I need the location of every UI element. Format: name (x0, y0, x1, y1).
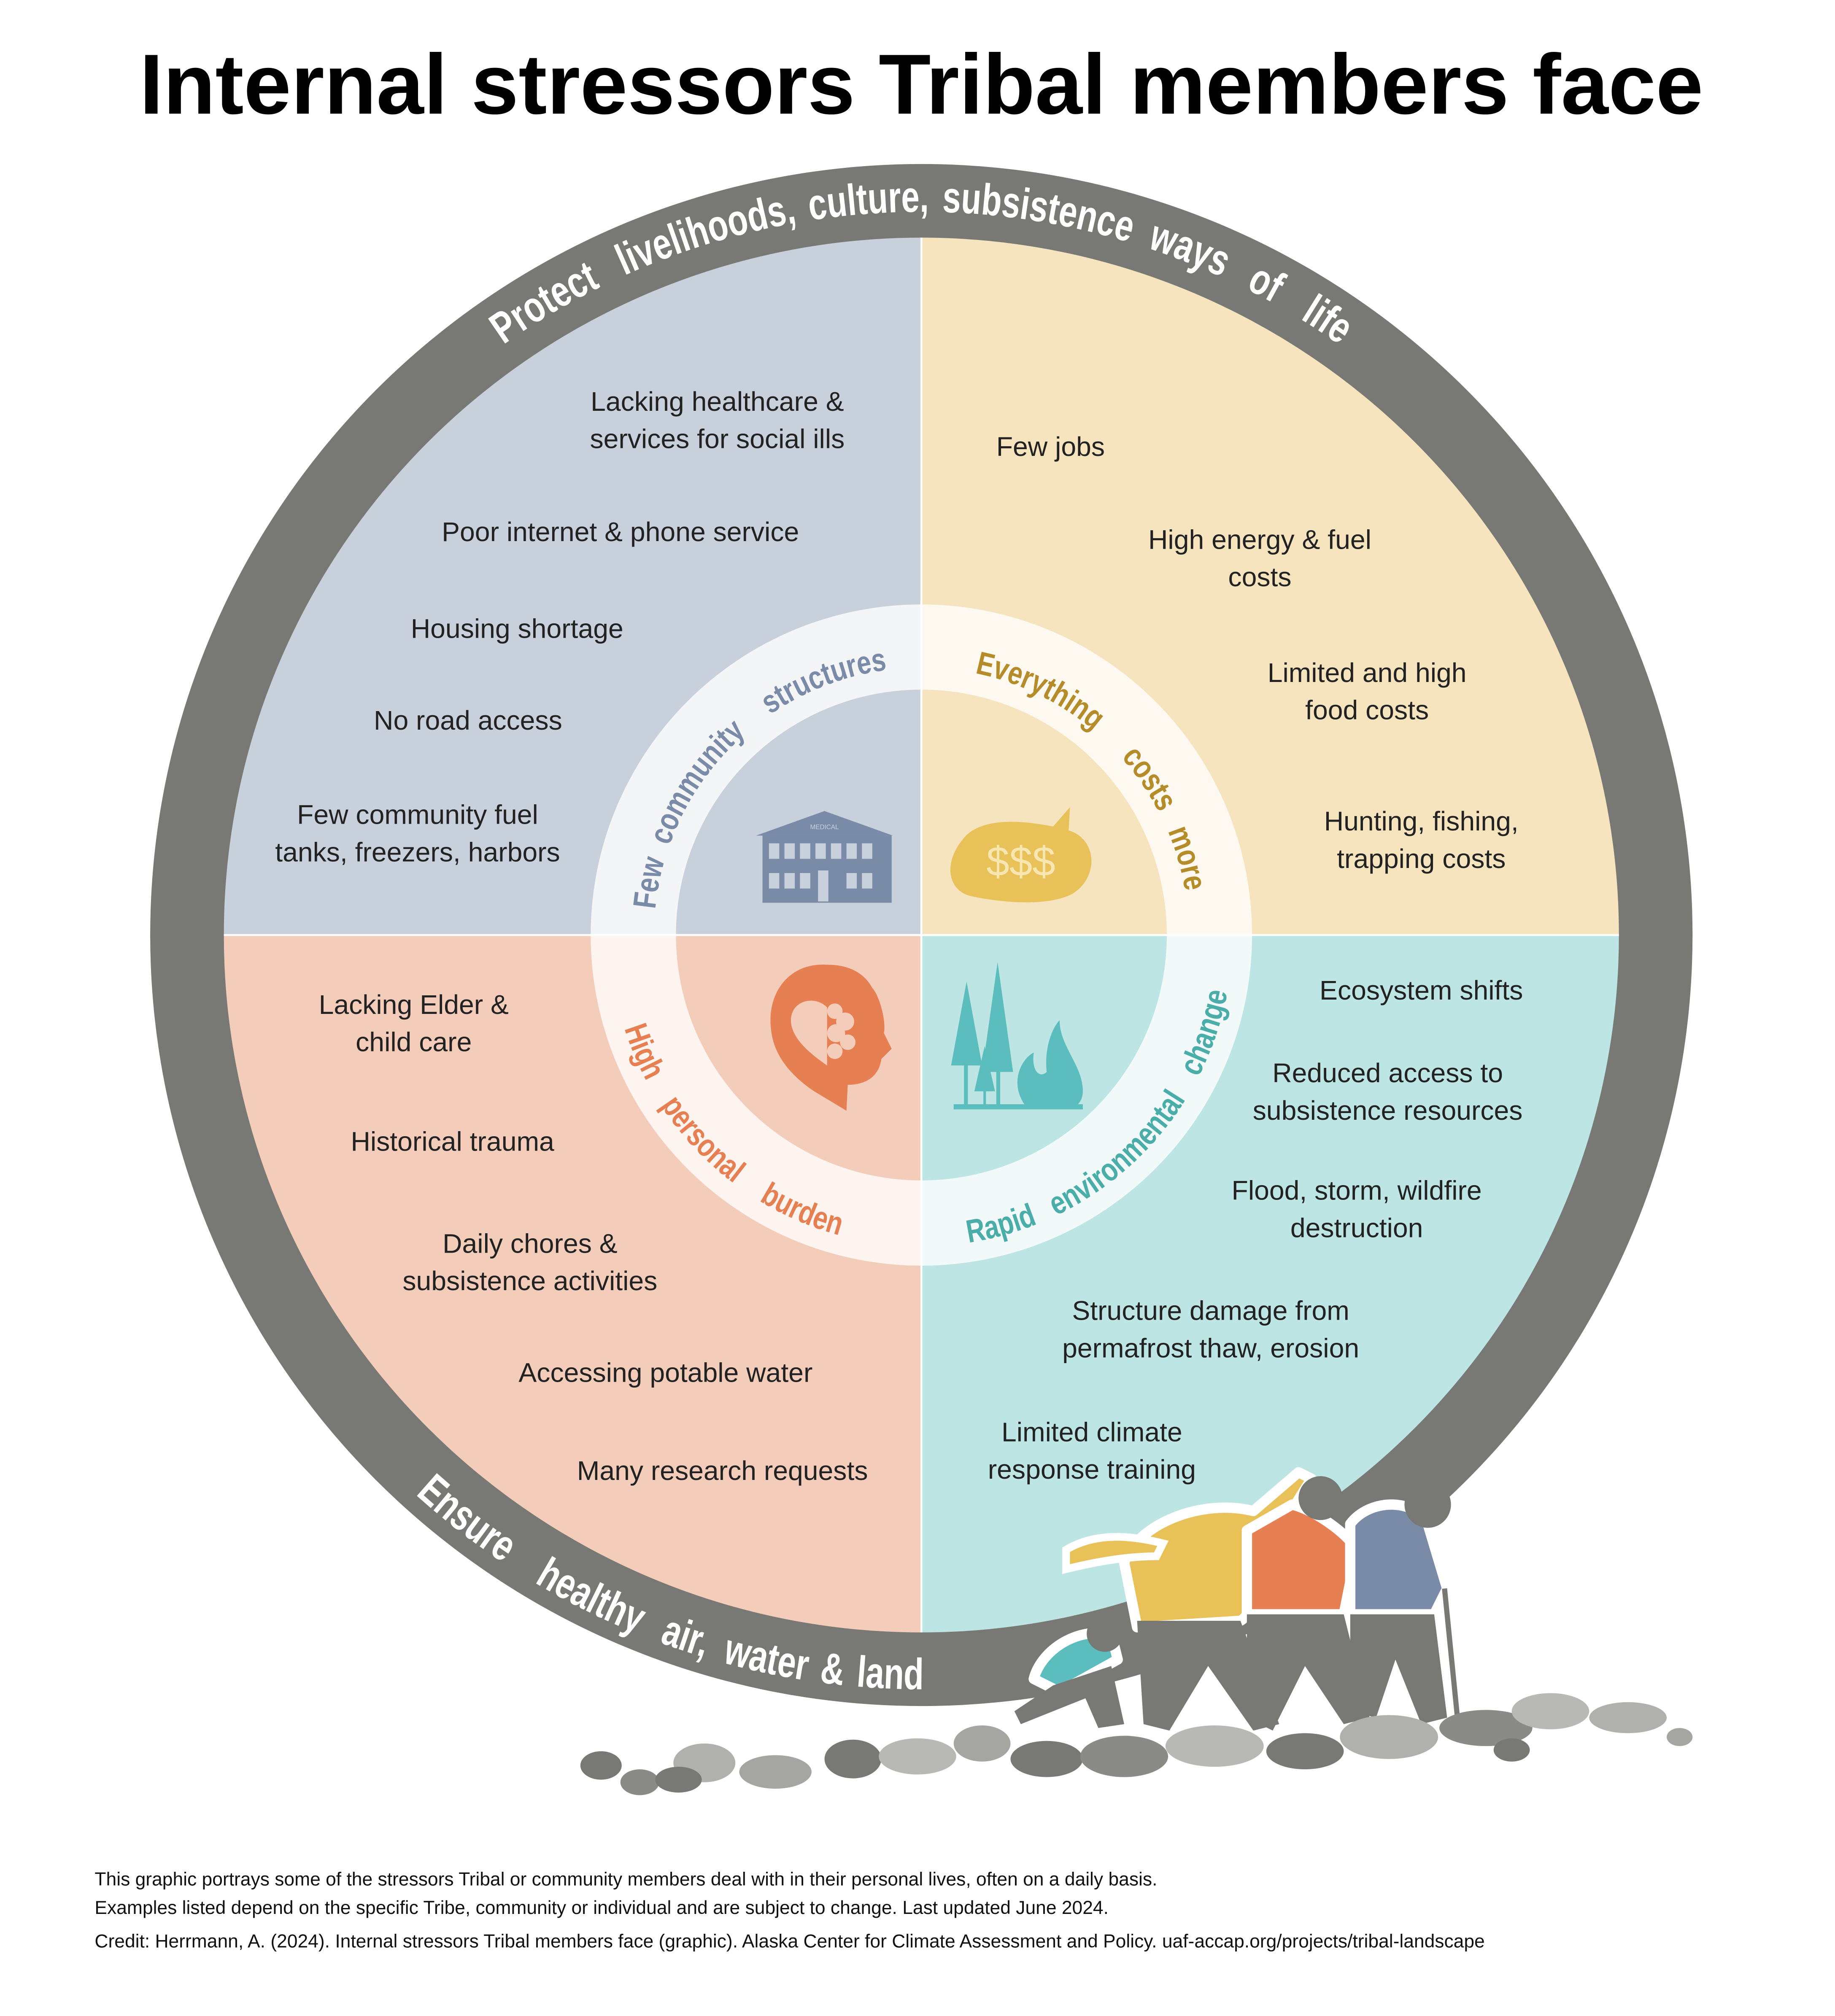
list-item: Lacking Elder & (319, 989, 509, 1020)
costs-items: Few jobs High energy & fuel costs Limite… (996, 431, 1519, 874)
list-item: Historical trauma (351, 1126, 554, 1156)
footer-note-line1: This graphic portrays some of the stress… (94, 1869, 1157, 1890)
list-item: Structure damage from (1072, 1296, 1349, 1326)
list-item: destruction (1290, 1213, 1423, 1243)
list-item: Limited and high (1268, 658, 1467, 688)
medical-building-icon: MEDICAL (756, 811, 893, 903)
people-walking-illustration (1014, 1467, 1460, 1731)
list-item: Housing shortage (411, 614, 623, 644)
list-item: Lacking healthcare & (591, 386, 844, 417)
list-item: Reduced access to (1272, 1058, 1503, 1088)
money-speech-bubble-icon: $$$ (950, 807, 1092, 903)
list-item: Hunting, fishing, (1324, 806, 1519, 836)
rocks-illustration (580, 1693, 1693, 1795)
footer-note-line2: Examples listed depend on the specific T… (94, 1897, 1109, 1918)
list-item: Few jobs (996, 431, 1105, 462)
personal-items: Lacking Elder & child care Historical tr… (319, 989, 868, 1486)
list-item: Limited climate (1001, 1417, 1182, 1447)
list-item: Daily chores & (443, 1228, 618, 1259)
list-item: Flood, storm, wildfire (1232, 1175, 1482, 1206)
list-item: Accessing potable water (518, 1357, 812, 1388)
list-item: tanks, freezers, harbors (275, 837, 560, 867)
list-item: trapping costs (1337, 844, 1506, 874)
head-heart-brain-icon (770, 965, 892, 1111)
outer-ring-bottom-label-word: & (818, 1644, 847, 1695)
footer-credit: Credit: Herrmann, A. (2024). Internal st… (94, 1931, 1484, 1952)
list-item: subsistence resources (1253, 1095, 1523, 1126)
list-item: Many research requests (577, 1455, 868, 1486)
list-item: services for social ills (590, 424, 845, 454)
community-items: Lacking healthcare & services for social… (275, 386, 845, 868)
list-item: costs (1228, 562, 1291, 592)
dollar-signs: $$$ (986, 838, 1055, 884)
list-item: child care (356, 1027, 472, 1057)
outer-ring-bottom-label-word: land (855, 1647, 924, 1699)
list-item: No road access (374, 705, 562, 736)
list-item: Poor internet & phone service (442, 517, 799, 547)
list-item: Few community fuel (297, 800, 538, 830)
environment-items: Ecosystem shifts Reduced access to subsi… (988, 975, 1523, 1485)
list-item: food costs (1305, 695, 1429, 725)
medical-sign: MEDICAL (810, 824, 839, 831)
list-item: subsistence activities (402, 1266, 657, 1296)
list-item: response training (988, 1454, 1196, 1485)
list-item: permafrost thaw, erosion (1062, 1333, 1359, 1363)
trees-wildfire-icon (951, 962, 1083, 1110)
page-title: Internal stressors Tribal members face (140, 36, 1703, 132)
list-item: Ecosystem shifts (1320, 975, 1523, 1005)
list-item: High energy & fuel (1148, 524, 1371, 555)
outer-ring-top-label-word: culture, (805, 172, 929, 230)
